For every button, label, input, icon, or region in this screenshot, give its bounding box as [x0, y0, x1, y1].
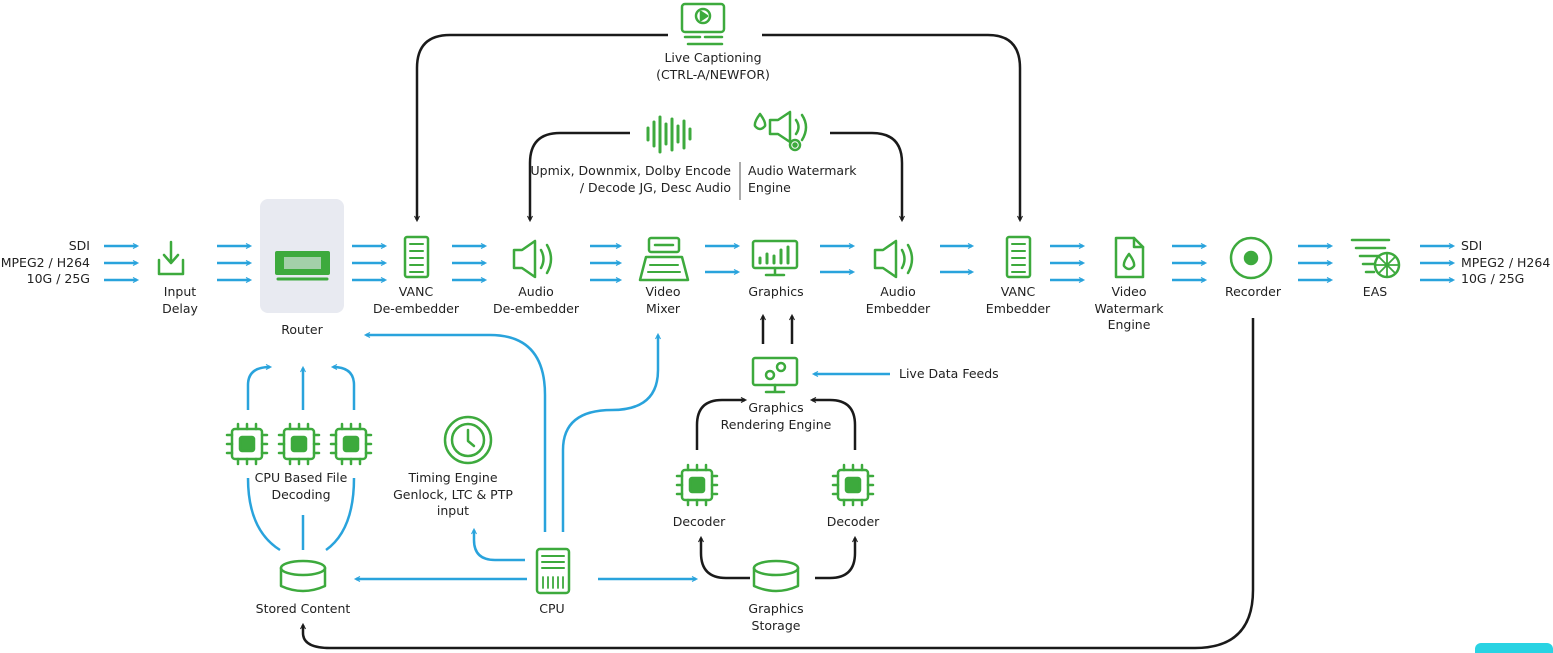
database-icon: [752, 559, 800, 593]
server-icon: [535, 547, 571, 595]
router-label: Router: [281, 322, 323, 337]
router-icon: [275, 251, 330, 281]
double-flow-arrows: [590, 243, 975, 283]
monitor-gear-icon: [751, 356, 799, 394]
chip-icon: [225, 422, 269, 466]
decoder-right-label: Decoder: [826, 514, 880, 529]
support-paths: [246, 332, 890, 582]
decoder-left-label: Decoder: [672, 514, 726, 529]
tornado-icon: [1350, 238, 1401, 279]
corner-tab[interactable]: [1475, 643, 1553, 653]
clock-icon: [443, 415, 493, 465]
eas-label: EAS: [1362, 284, 1388, 299]
chip-icon: [675, 463, 719, 507]
audio-processing-label: Upmix, Downmix, Dolby Encode/ Decode JG,…: [530, 163, 731, 195]
chip-icon: [277, 422, 321, 466]
stored-content-label: Stored Content: [255, 601, 351, 616]
mixer-icon: [638, 236, 690, 282]
chip-icon: [329, 422, 373, 466]
control-paths: [300, 33, 1255, 650]
speaker-gear-icon: [753, 110, 808, 152]
chart-monitor-icon: [751, 239, 799, 277]
waveform-icon: [646, 115, 692, 154]
speaker-icon: [512, 239, 553, 279]
vanc-icon: [1005, 235, 1032, 279]
speaker-icon: [873, 239, 914, 279]
recorder-label: Recorder: [1224, 284, 1282, 299]
caption-monitor-icon: [680, 2, 726, 46]
cpu-label: CPU: [539, 601, 565, 616]
record-icon: [1229, 236, 1273, 280]
main-signal-flow-arrows: [104, 243, 1456, 283]
download-icon: [157, 240, 185, 276]
document-drop-icon: [1114, 236, 1145, 279]
graphics-label: Graphics: [748, 284, 804, 299]
database-icon: [279, 559, 327, 593]
vanc-icon: [403, 235, 430, 279]
live-captioning-label: Live Captioning(CTRL-A/NEWFOR): [656, 50, 770, 82]
live-data-feeds-label: Live Data Feeds: [899, 366, 999, 381]
chip-icon: [831, 463, 875, 507]
